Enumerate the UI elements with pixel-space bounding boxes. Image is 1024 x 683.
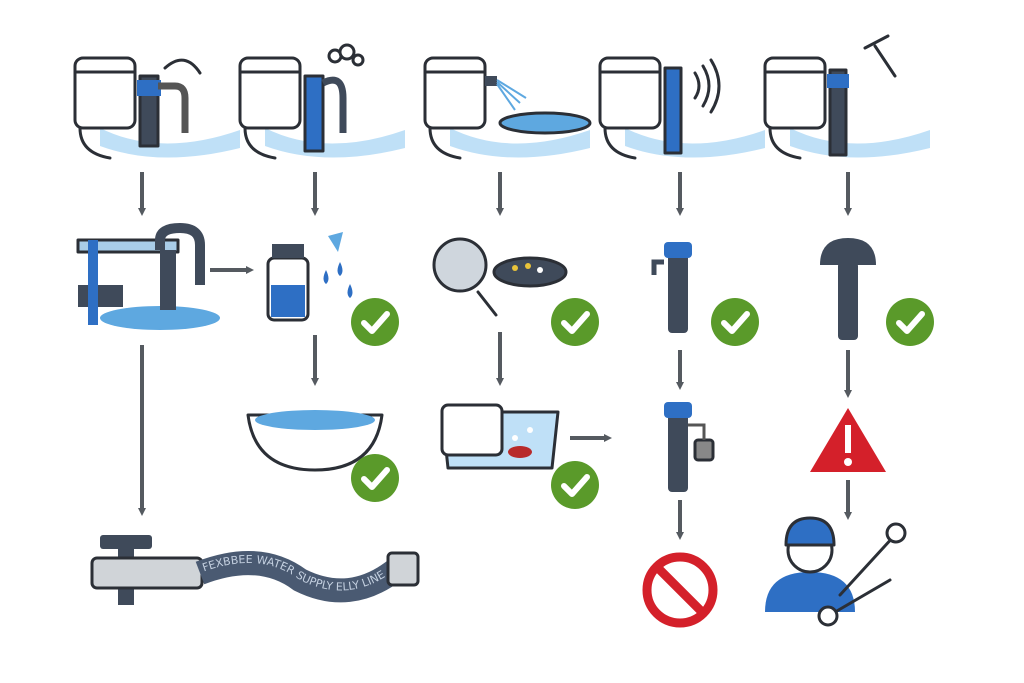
check-circle-icon <box>551 298 599 346</box>
check-circle-icon <box>351 454 399 502</box>
toilet-spraying-scenario-3 <box>423 56 592 160</box>
flapper-part-icon <box>820 238 876 340</box>
toilet-noisy-valve-scenario-4 <box>598 56 767 160</box>
check-circle-icon <box>351 298 399 346</box>
fill-valve-with-float-icon <box>664 402 715 492</box>
check-circle-icon <box>551 461 599 509</box>
toilet-broken-part-scenario-5 <box>763 34 932 160</box>
toilet-running-water-scenario-1 <box>73 56 242 160</box>
toilet-bowl-icon <box>246 410 384 472</box>
fill-valve-icon <box>651 242 692 333</box>
warning-triangle-icon <box>810 408 886 472</box>
toilet-tank-inspection-icon <box>440 403 560 470</box>
flow-arrows <box>138 172 852 540</box>
toilet-overflow-scenario-2 <box>238 43 407 160</box>
flexible-water-supply-line-icon: FEXBBEE WATER SUPPLY ELLY LINE <box>90 535 420 605</box>
check-circle-icon <box>711 298 759 346</box>
shutoff-valve-water-icon <box>76 222 220 330</box>
plumber-icon <box>765 516 907 627</box>
prohibited-icon <box>642 552 718 628</box>
magnifier-sediment-sieve-icon <box>432 237 568 317</box>
water-sample-jar-icon <box>266 232 353 322</box>
check-circle-icon <box>886 298 934 346</box>
